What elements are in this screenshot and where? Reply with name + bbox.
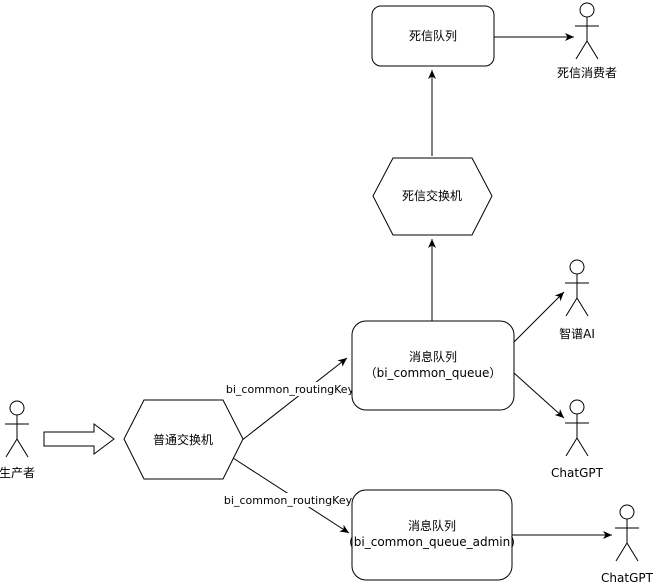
zhipu-ai-actor-icon[interactable] bbox=[565, 259, 589, 317]
message-queue-admin-node[interactable]: 消息队列 (bi_common_queue_admin) bbox=[349, 489, 515, 581]
dead-letter-consumer-label: 死信消费者 bbox=[557, 66, 617, 80]
chatgpt-label: ChatGPT bbox=[551, 466, 604, 480]
dead-letter-consumer-actor-icon[interactable] bbox=[575, 2, 599, 60]
producer-label: 生产者 bbox=[0, 466, 35, 480]
dead-letter-exchange-label: 死信交换机 bbox=[402, 188, 462, 203]
dead-letter-queue-label: 死信队列 bbox=[409, 28, 457, 43]
edge-message-queue-to-zhipu-ai bbox=[513, 291, 565, 343]
message-queue-admin-label-line2: (bi_common_queue_admin) bbox=[349, 535, 515, 549]
edge-label-routing-key: bi_common_routingKey bbox=[226, 383, 355, 396]
edge-label-bg bbox=[230, 382, 350, 396]
producer-actor-icon[interactable] bbox=[5, 400, 29, 458]
message-queue-label-line1: 消息队列 bbox=[409, 349, 457, 364]
message-queue-node[interactable]: 消息队列 （bi_common_queue） bbox=[351, 320, 515, 411]
message-queue-label-line2: （bi_common_queue） bbox=[365, 366, 502, 380]
edge-message-queue-to-chatgpt bbox=[513, 372, 565, 419]
normal-exchange-node[interactable]: 普通交换机 bbox=[123, 399, 244, 480]
edge-label-routing-key-admin: bi_common_routingKey_admin bbox=[224, 494, 392, 507]
message-queue-admin-label-line1: 消息队列 bbox=[408, 518, 456, 533]
zhipu-ai-label: 智谱AI bbox=[559, 326, 595, 341]
normal-exchange-label: 普通交换机 bbox=[153, 432, 213, 447]
dead-letter-queue-node[interactable]: 死信队列 bbox=[371, 5, 495, 67]
chatgpt-admin-actor-icon[interactable] bbox=[615, 504, 639, 562]
dead-letter-exchange-node[interactable]: 死信交换机 bbox=[372, 157, 493, 236]
producer-input-arrow bbox=[43, 423, 115, 455]
edge-normal-exchange-to-message-queue bbox=[240, 357, 348, 442]
chatgpt-actor-icon[interactable] bbox=[565, 399, 589, 457]
chatgpt-admin-label: ChatGPT bbox=[601, 571, 653, 585]
edge-label-bg bbox=[228, 493, 388, 507]
